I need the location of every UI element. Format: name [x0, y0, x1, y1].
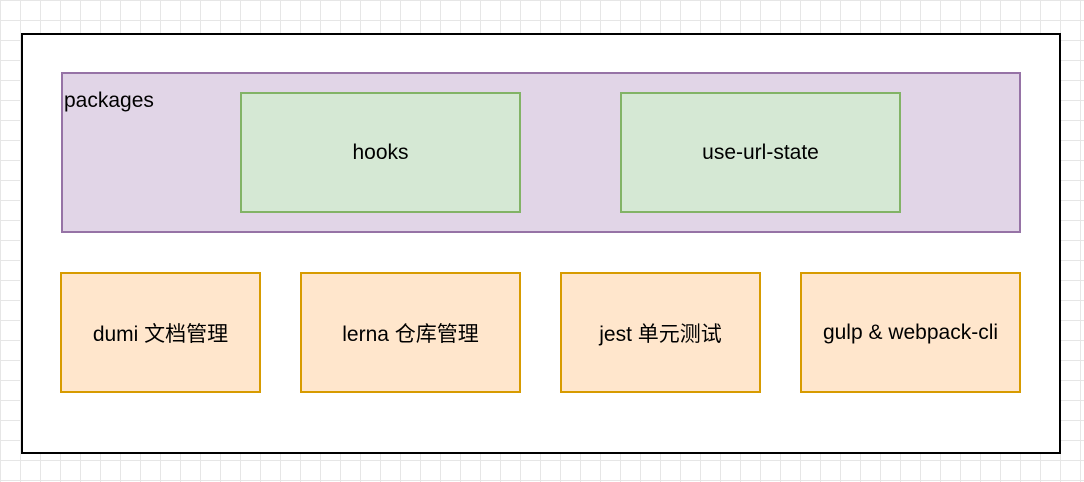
tool-gulp-webpack-label: gulp & webpack-cli — [822, 320, 999, 344]
tool-jest-label: jest 单元测试 — [599, 322, 722, 346]
package-hooks: hooks — [240, 92, 521, 213]
packages-label: packages — [64, 89, 154, 112]
package-use-url-state-label: use-url-state — [702, 140, 819, 164]
tool-gulp-webpack: gulp & webpack-cli — [800, 272, 1021, 393]
tool-dumi: dumi 文档管理 — [60, 272, 261, 393]
tool-jest: jest 单元测试 — [560, 272, 761, 393]
tool-dumi-label: dumi 文档管理 — [92, 322, 229, 346]
tool-lerna-label: lerna 仓库管理 — [342, 322, 479, 346]
package-use-url-state: use-url-state — [620, 92, 901, 213]
tool-lerna: lerna 仓库管理 — [300, 272, 521, 393]
package-hooks-label: hooks — [352, 140, 409, 164]
